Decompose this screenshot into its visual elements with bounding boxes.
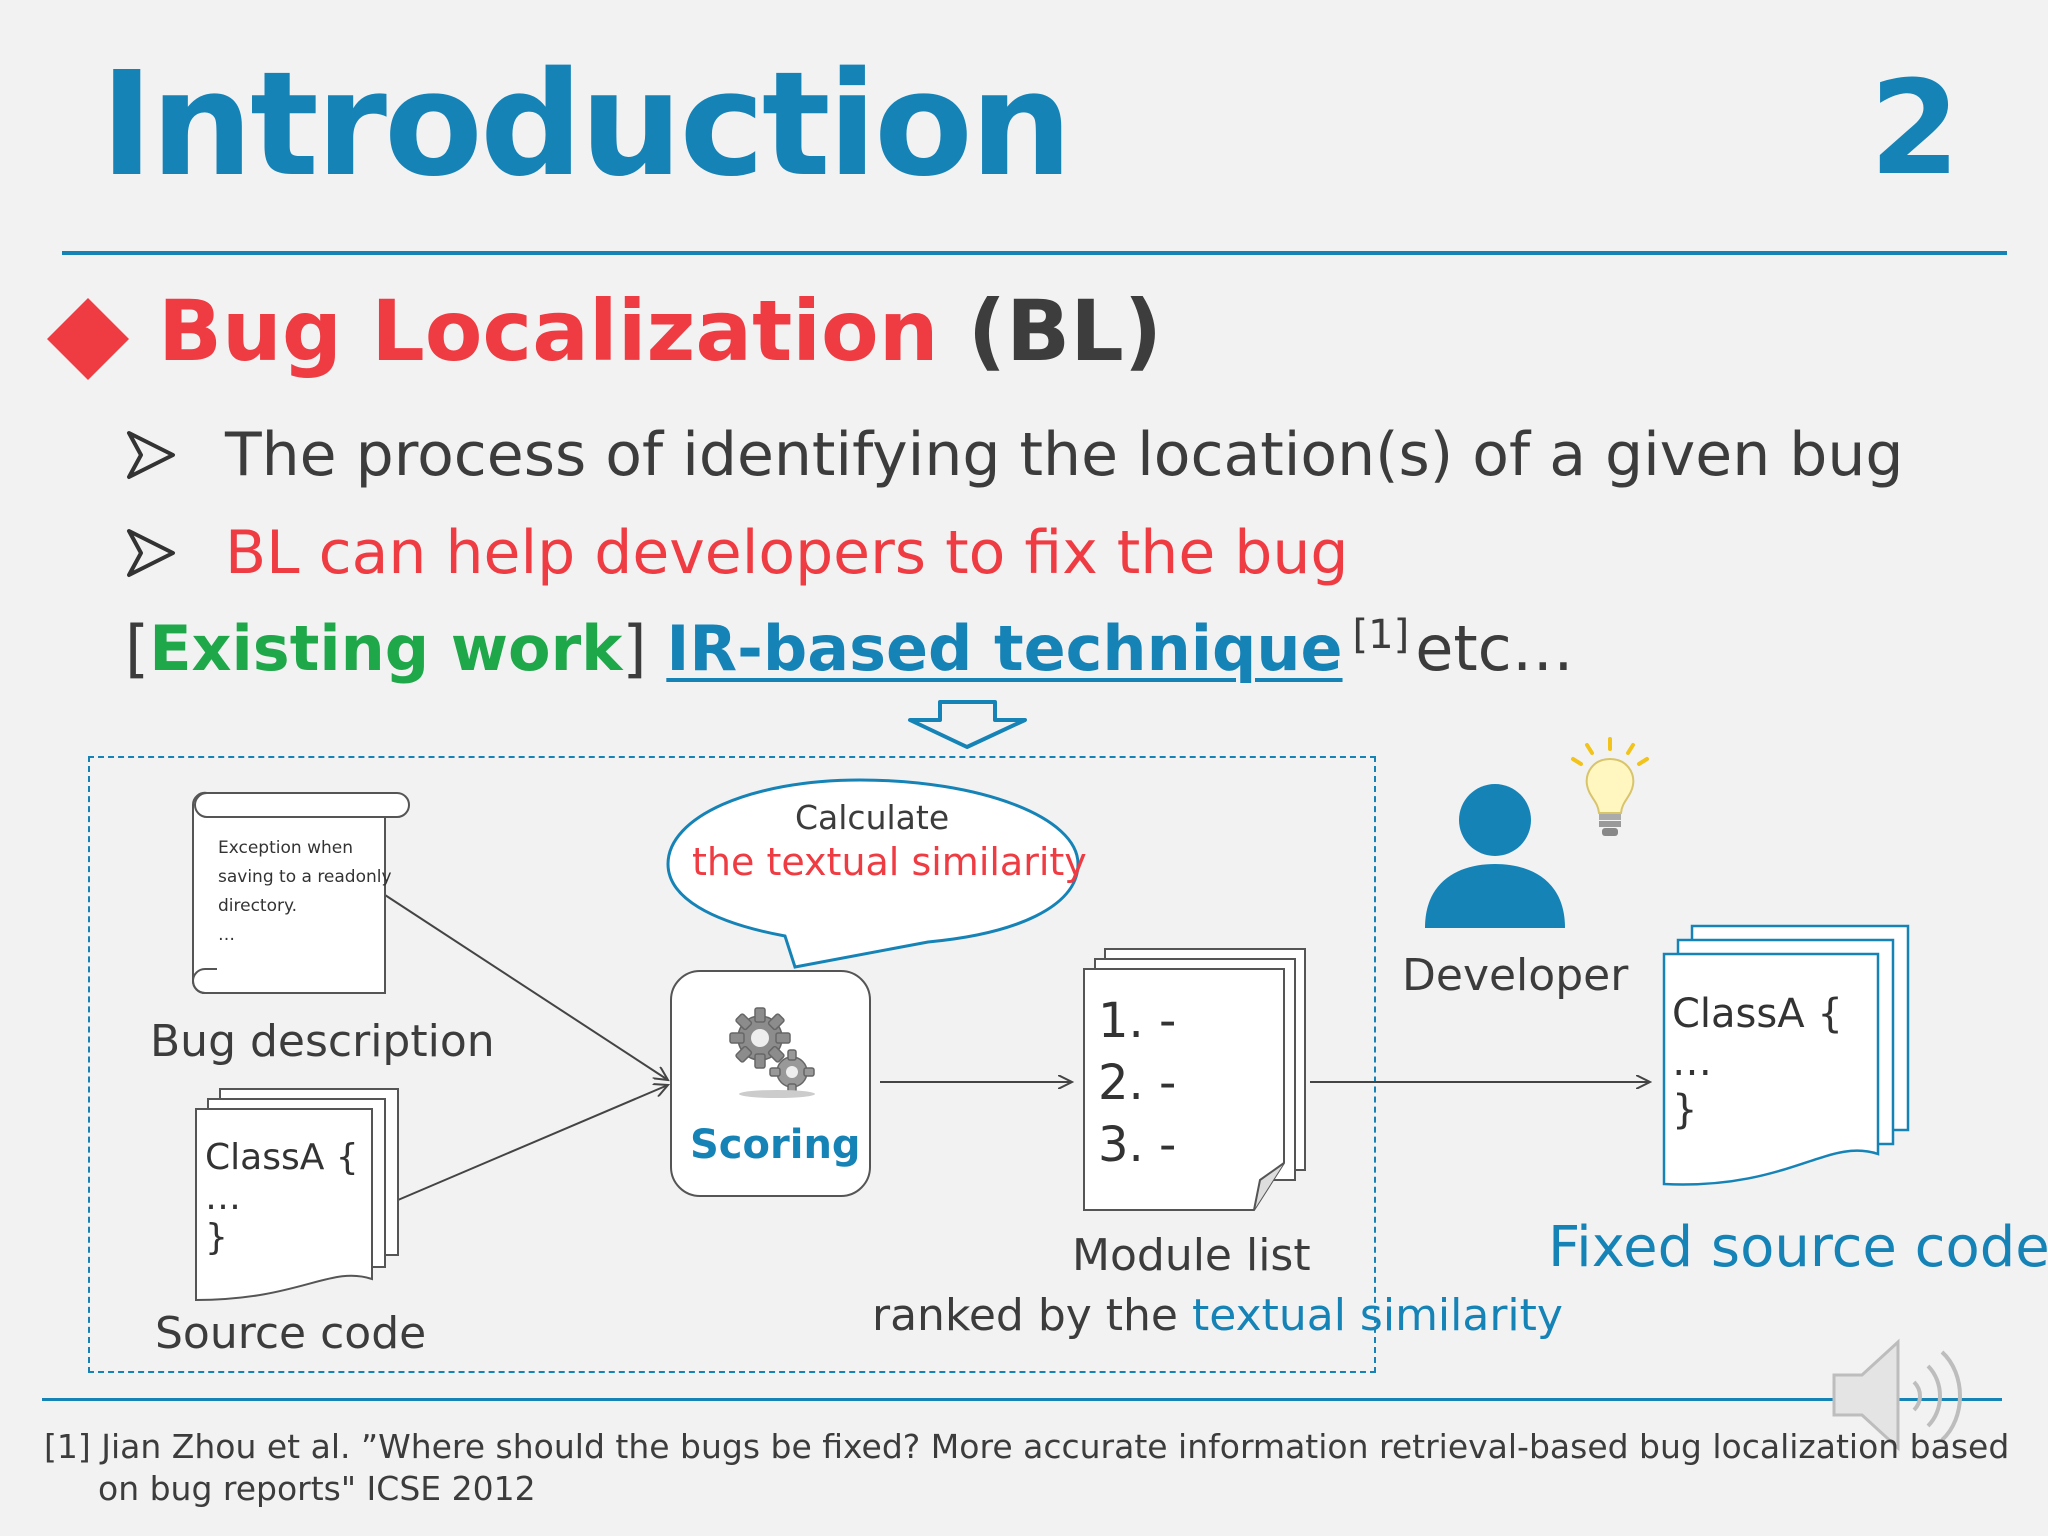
- lightbulb-icon: [1571, 737, 1649, 836]
- bullet-text: BL can help developers to fix the bug: [225, 518, 1349, 588]
- citation-ref: [1]: [1352, 612, 1410, 658]
- existing-work-line: [Existing work] IR-based technique[1]etc…: [125, 612, 1574, 685]
- speech-bubble: [666, 778, 1080, 969]
- down-arrow-icon: [908, 700, 1027, 749]
- developer-label: Developer: [1402, 950, 1629, 1001]
- bug-description-label: Bug description: [150, 1016, 495, 1067]
- bullet-item: The process of identifying the location(…: [125, 420, 1904, 490]
- callout-line1: Calculate: [795, 798, 950, 837]
- speaker-icon[interactable]: [1830, 1330, 1990, 1460]
- citation-line2: on bug reports" ICSE 2012: [98, 1469, 536, 1508]
- module-list-items: 1. - 2. - 3. -: [1098, 993, 1177, 1173]
- heading-main: Bug Localization: [158, 282, 939, 380]
- arrow-bullet-icon: [127, 529, 175, 577]
- ir-technique-link[interactable]: IR-based technique: [666, 612, 1343, 685]
- bullet-text: The process of identifying the location(…: [225, 420, 1904, 490]
- module-list-label: Module list: [1072, 1230, 1311, 1281]
- fixed-source-code-label: Fixed source code: [1548, 1215, 2048, 1280]
- module-list-docs-icon: [1083, 948, 1306, 1211]
- page-number: 2: [1869, 52, 1960, 204]
- source-code-docs-icon: [195, 1088, 399, 1302]
- callout-line2: the textual similarity: [692, 840, 1087, 884]
- title-divider: [62, 251, 2007, 255]
- fixed-code-snippet: ClassA { … }: [1672, 991, 1843, 1133]
- bracket-close: ]: [622, 612, 647, 685]
- citation: [1] Jian Zhou et al. ”Where should the b…: [44, 1426, 2009, 1510]
- bug-report-text: Exception when saving to a readonly dire…: [218, 838, 392, 945]
- ranked-by-label: ranked by the textual similarity: [872, 1290, 1563, 1341]
- ir-process-box: [88, 756, 1376, 1373]
- source-code-snippet: ClassA { … }: [205, 1137, 359, 1258]
- footer-divider: [42, 1398, 2002, 1401]
- bullet-item: BL can help developers to fix the bug: [125, 518, 1349, 588]
- existing-work-label: Existing work: [149, 612, 623, 685]
- scoring-label: Scoring: [690, 1122, 861, 1168]
- etc-text: etc…: [1415, 612, 1574, 685]
- bug-report-scroll-icon: [191, 791, 410, 994]
- slide-title: Introduction: [100, 40, 1072, 208]
- bracket-open: [: [125, 612, 150, 685]
- scoring-box: [670, 970, 871, 1197]
- source-code-label: Source code: [155, 1308, 427, 1359]
- section-heading: Bug Localization (BL): [158, 282, 1162, 380]
- gear-icon: [729, 1007, 815, 1098]
- person-icon: [1425, 784, 1565, 928]
- heading-abbrev: (BL): [967, 282, 1163, 380]
- citation-line1: [1] Jian Zhou et al. ”Where should the b…: [44, 1427, 2010, 1466]
- fixed-code-docs-icon: [1662, 924, 1910, 1186]
- arrow-bullet-icon: [127, 431, 175, 479]
